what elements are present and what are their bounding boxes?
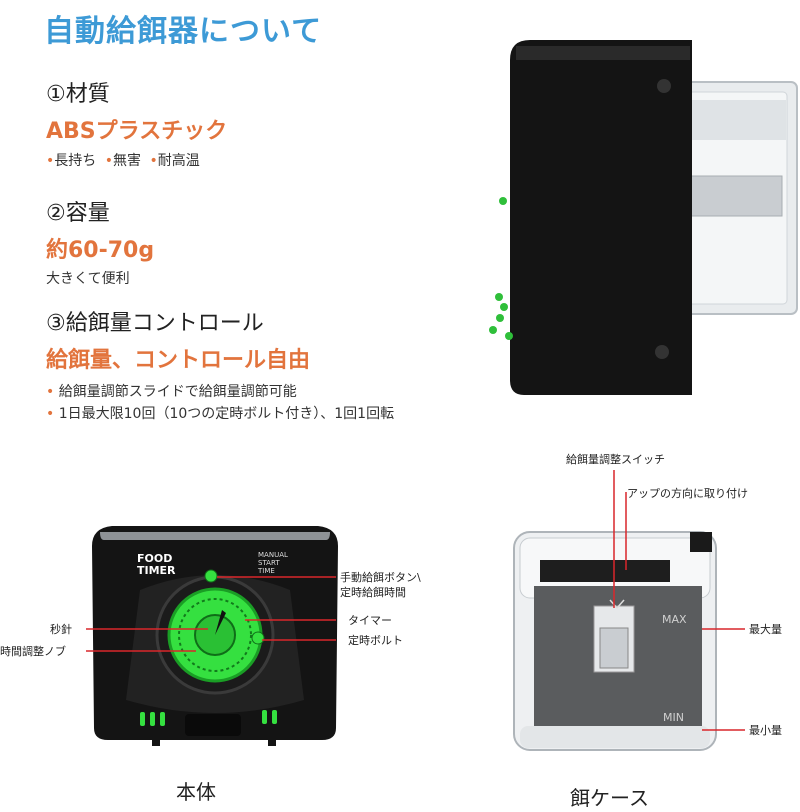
section-capacity-note: 大きくて便利 bbox=[46, 271, 130, 287]
label-max-amount: 最大量 bbox=[749, 623, 782, 636]
body-leader-lines bbox=[86, 576, 336, 652]
case-latch bbox=[690, 532, 712, 552]
second-hand-icon bbox=[215, 610, 226, 635]
section-material-highlight: ABSプラスチック bbox=[46, 119, 228, 144]
section-capacity-heading: ②容量 bbox=[46, 201, 110, 226]
screw-icon bbox=[657, 79, 671, 93]
section-control-highlight: 給餌量、コントロール自由 bbox=[46, 348, 311, 373]
food-outlet bbox=[185, 714, 241, 736]
section-control-line-1: • 給餌量調節スライドで給餌量調節可能 bbox=[46, 384, 297, 400]
label-timer: タイマー bbox=[348, 614, 392, 627]
label-feed-switch: 給餌量調整スイッチ bbox=[566, 453, 665, 466]
green-bolts-rack bbox=[140, 710, 277, 726]
foot bbox=[268, 738, 276, 746]
label-second-hand: 秒針 bbox=[50, 623, 72, 636]
bullet-text: 長持ち bbox=[54, 153, 97, 169]
min-mark: MIN bbox=[663, 711, 684, 724]
timer-ticks bbox=[178, 598, 252, 672]
body-top-edge bbox=[100, 532, 330, 540]
food-timer-logo: FOOD TIMER bbox=[137, 552, 176, 577]
section-material-heading: ①材質 bbox=[46, 82, 110, 107]
section-control-line-2: • 1日最大限10回（10つの定時ボルト付き）、1回1回転 bbox=[46, 406, 395, 422]
max-mark: MAX bbox=[662, 613, 687, 626]
black-body bbox=[510, 40, 692, 395]
section-capacity-highlight: 約60-70g bbox=[46, 238, 155, 263]
timer-bolt-icon bbox=[251, 631, 265, 645]
bullet-text: 耐高温 bbox=[157, 153, 200, 169]
foot bbox=[152, 738, 160, 746]
feed-switch-slider bbox=[599, 627, 629, 669]
case-leader-lines bbox=[613, 470, 745, 731]
page-title: 自動給餌器について bbox=[44, 14, 323, 49]
line-text: 1日最大限10回（10つの定時ボルト付き）、1回1回転 bbox=[58, 406, 395, 422]
label-manual-button: 手動給餌ボタン\ 定時給餌時間 bbox=[340, 571, 421, 599]
label-mount-direction: アップの方向に取り付け bbox=[627, 487, 748, 500]
line-text: 給餌量調節スライドで給餌量調節可能 bbox=[58, 384, 297, 400]
label-time-knob: 時間調整ノブ bbox=[0, 645, 66, 658]
body-highlight bbox=[516, 46, 690, 60]
section-material-bullets: •長持ち •無害 •耐高温 bbox=[46, 153, 200, 169]
bullet-text: 無害 bbox=[112, 153, 141, 169]
hopper-slide bbox=[685, 175, 783, 217]
case-slot bbox=[540, 560, 670, 582]
green-bolts bbox=[489, 197, 513, 340]
manual-button bbox=[204, 569, 218, 583]
caption-case: 餌ケース bbox=[570, 786, 649, 810]
screw-icon bbox=[655, 345, 669, 359]
section-control-heading: ③給餌量コントロール bbox=[46, 311, 264, 336]
label-timer-bolt: 定時ボルト bbox=[348, 634, 403, 647]
manual-start-label: MANUAL START TIME bbox=[258, 551, 288, 575]
hopper-top bbox=[676, 100, 786, 140]
label-min-amount: 最小量 bbox=[749, 724, 782, 737]
caption-body: 本体 bbox=[176, 780, 216, 804]
case-bottom bbox=[520, 726, 710, 748]
